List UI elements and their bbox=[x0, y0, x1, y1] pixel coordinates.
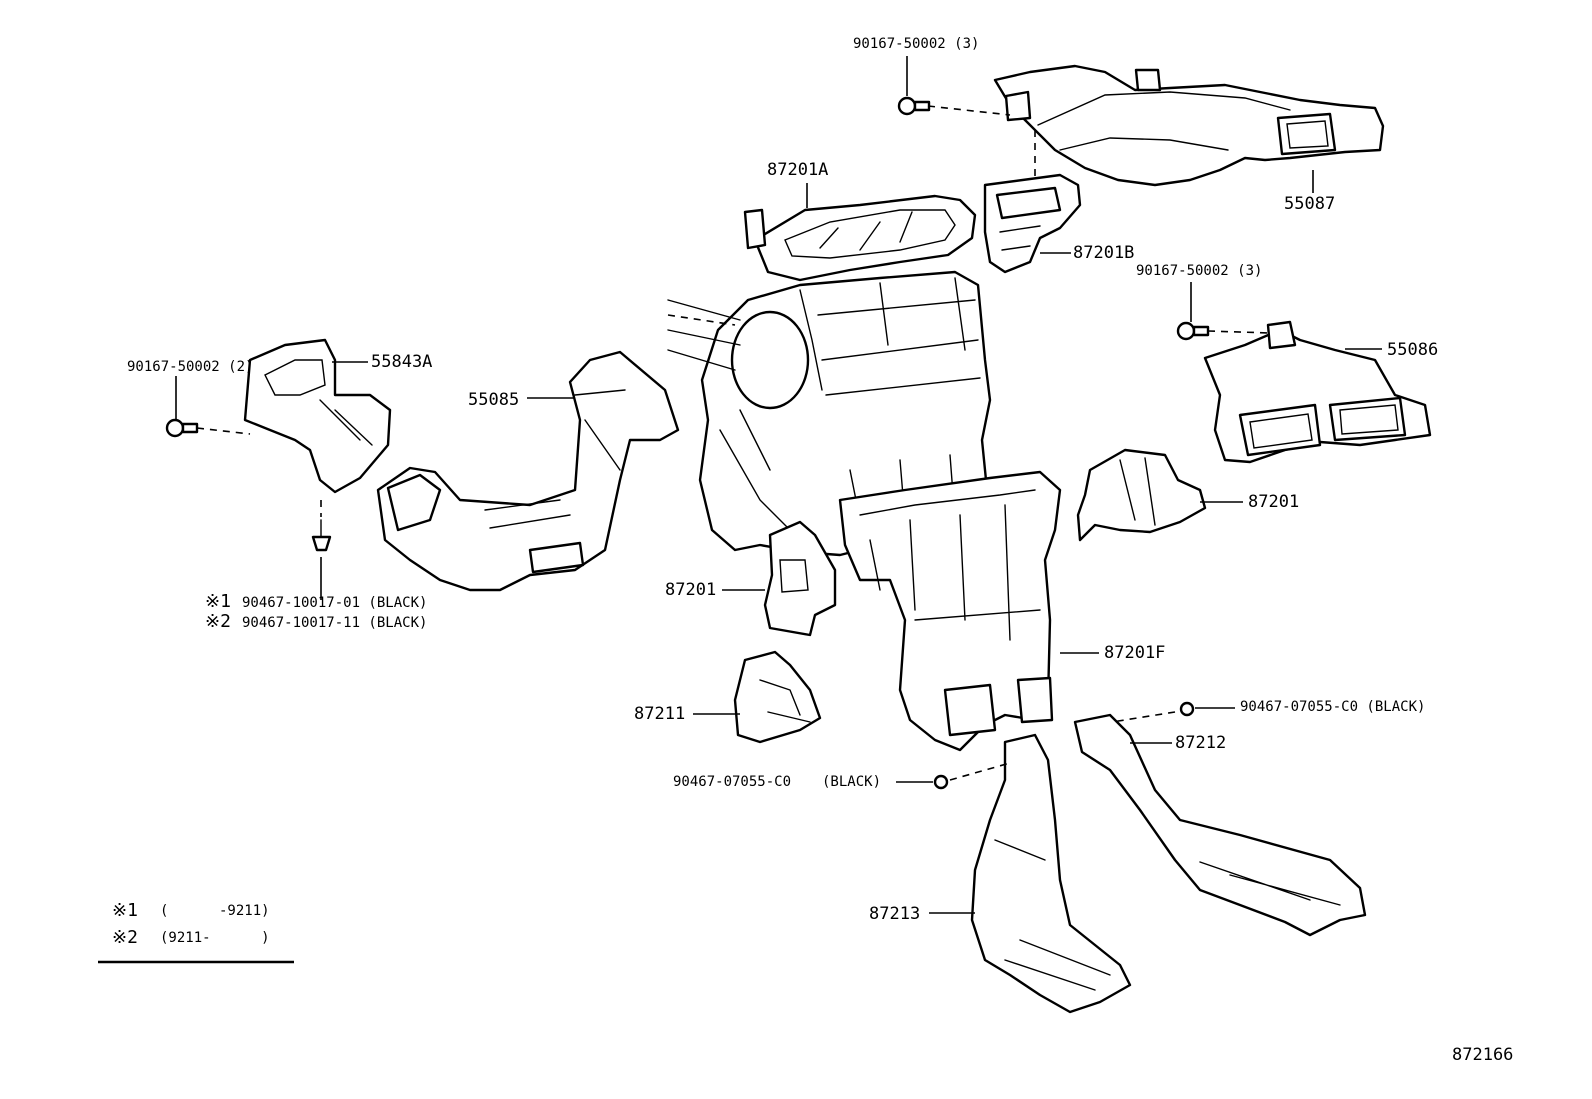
label-87201-right: 87201 bbox=[1248, 492, 1300, 512]
duct-55086 bbox=[1203, 320, 1432, 464]
bolt-top-icon bbox=[897, 96, 931, 116]
label-87201A: 87201A bbox=[767, 160, 829, 180]
label-bolt-left: 90167-50002 (2) bbox=[127, 359, 254, 375]
unit-87201F bbox=[838, 470, 1062, 752]
label-clip-right: 90467-07055-C0 (BLACK) bbox=[1240, 699, 1426, 715]
bracket-87211 bbox=[733, 650, 822, 744]
bolt-right-icon bbox=[1176, 321, 1210, 341]
clip-mid-icon bbox=[933, 774, 949, 790]
bracket-87201-right bbox=[1076, 448, 1207, 542]
label-clip-mid-color: (BLACK) bbox=[822, 774, 882, 790]
label-clip2-code: 90467-10017-11 (BLACK) bbox=[242, 615, 428, 631]
label-87211: 87211 bbox=[634, 704, 686, 724]
label-clip-mid-code: 90467-07055-C0 bbox=[673, 774, 792, 790]
label-clip2-mark: ※2 bbox=[205, 611, 231, 632]
duct-87212 bbox=[1073, 713, 1367, 937]
label-55086: 55086 bbox=[1387, 340, 1439, 360]
label-clip1-mark: ※1 bbox=[205, 591, 231, 612]
legend-note2-text: (9211- ) bbox=[160, 930, 270, 946]
label-55087: 55087 bbox=[1284, 194, 1336, 214]
label-87213: 87213 bbox=[869, 904, 921, 924]
leader-lines bbox=[175, 56, 1382, 914]
label-bolt-right: 90167-50002 (3) bbox=[1136, 263, 1263, 279]
frame-87201A bbox=[743, 194, 977, 282]
label-87201F: 87201F bbox=[1104, 643, 1166, 663]
label-bolt-top: 90167-50002 (3) bbox=[853, 36, 980, 52]
legend-note2-mark: ※2 bbox=[112, 927, 138, 948]
clip-left-icon bbox=[311, 519, 332, 552]
label-87201-left: 87201 bbox=[665, 580, 717, 600]
label-87212: 87212 bbox=[1175, 733, 1227, 753]
duct-87213 bbox=[970, 733, 1132, 1014]
label-55085: 55085 bbox=[468, 390, 520, 410]
assembly-lines bbox=[196, 105, 1271, 781]
duct-55085 bbox=[376, 350, 680, 592]
label-87201B: 87201B bbox=[1073, 243, 1135, 263]
legend-note1-text: ( -9211) bbox=[160, 903, 270, 919]
label-clip1-code: 90467-10017-01 (BLACK) bbox=[242, 595, 428, 611]
bracket-87201-left bbox=[763, 520, 837, 637]
bolt-left-icon bbox=[165, 418, 199, 438]
duct-55087 bbox=[993, 64, 1385, 187]
duct-55843A bbox=[243, 338, 392, 494]
legend-note1-mark: ※1 bbox=[112, 900, 138, 921]
duct-87201B bbox=[983, 173, 1082, 274]
heater-unit bbox=[667, 270, 992, 557]
label-55843A: 55843A bbox=[371, 352, 433, 372]
diagram-id: 872166 bbox=[1452, 1045, 1514, 1065]
clip-right-icon bbox=[1179, 701, 1195, 717]
